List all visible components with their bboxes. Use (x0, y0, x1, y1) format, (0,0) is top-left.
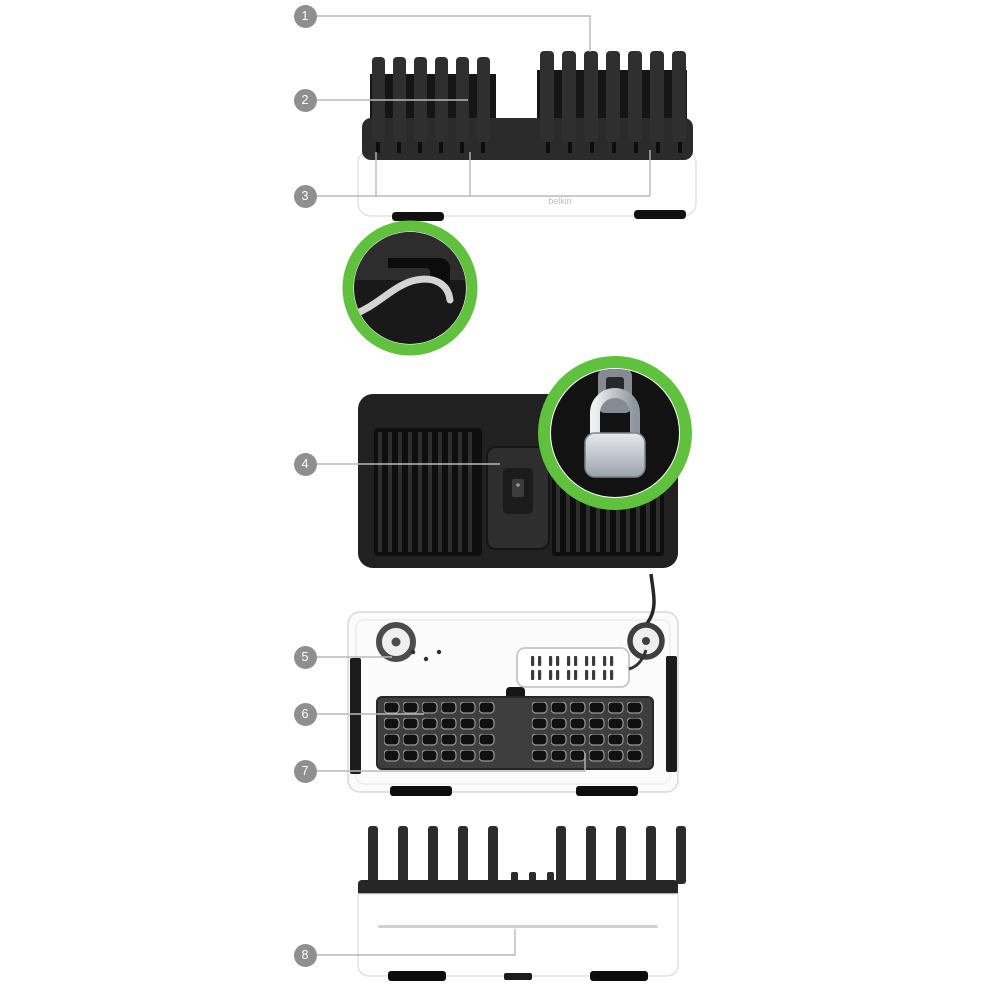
callout-7: 7 (293, 759, 317, 783)
foot (388, 971, 446, 981)
leader-3 (317, 150, 651, 197)
padlock-body (584, 432, 646, 478)
power-strip (516, 647, 630, 688)
vent-mesh-slots-right (532, 702, 646, 766)
side-wall-left (350, 658, 361, 774)
screw-dots (410, 649, 442, 662)
padlock-security-detail-inset (538, 356, 692, 510)
callout-8-label: 8 (301, 947, 309, 962)
callout-2-label: 2 (301, 92, 309, 107)
callout-5: 5 (293, 645, 317, 669)
callout-3-label: 3 (301, 188, 309, 203)
callout-3: 3 (293, 184, 317, 208)
callout-4-label: 4 (301, 456, 309, 471)
tablet-dividers-front (368, 826, 686, 884)
foot (634, 210, 686, 219)
cable-slot-groove (378, 925, 658, 928)
vent-mesh-slots-left (384, 702, 498, 766)
callout-7-label: 7 (301, 763, 309, 778)
callout-4: 4 (293, 452, 317, 476)
leader-7 (317, 753, 586, 772)
leader-lines (317, 15, 651, 956)
cable-clip-detail-inset (342, 220, 478, 356)
power-port (512, 479, 524, 497)
belkin-logo: belkin (548, 196, 572, 206)
deck-slot-notches (376, 139, 682, 153)
side-wall-right (666, 656, 677, 772)
foot (590, 971, 648, 981)
cable-coil-right-center (642, 637, 650, 645)
callout-1: 1 (293, 4, 317, 28)
foot (390, 786, 452, 796)
callout-1-label: 1 (301, 8, 309, 23)
black-deck (362, 118, 693, 160)
power-strip-outlets (531, 656, 614, 680)
callout-6: 6 (293, 702, 317, 726)
callout-5-label: 5 (301, 649, 309, 664)
center-notch (504, 973, 532, 980)
callout-6-label: 6 (301, 706, 309, 721)
foot (392, 212, 444, 221)
foot (576, 786, 638, 796)
leader-8 (317, 929, 516, 956)
callout-2: 2 (293, 88, 317, 112)
routed-cable (354, 275, 454, 320)
top-strip (358, 880, 678, 897)
leader-1 (317, 15, 591, 52)
cable-coil-left-center (391, 637, 401, 647)
front-view (357, 826, 686, 981)
internal-top-view (347, 573, 679, 796)
power-pin (516, 483, 520, 487)
charging-station-perspective-view: belkin (357, 51, 697, 221)
strip-cable (628, 649, 648, 671)
padlock-shackle (590, 388, 640, 437)
tablet-dividers (372, 51, 686, 142)
vent-left-fins (378, 432, 472, 552)
front-base (357, 893, 679, 977)
callout-8: 8 (293, 943, 317, 967)
